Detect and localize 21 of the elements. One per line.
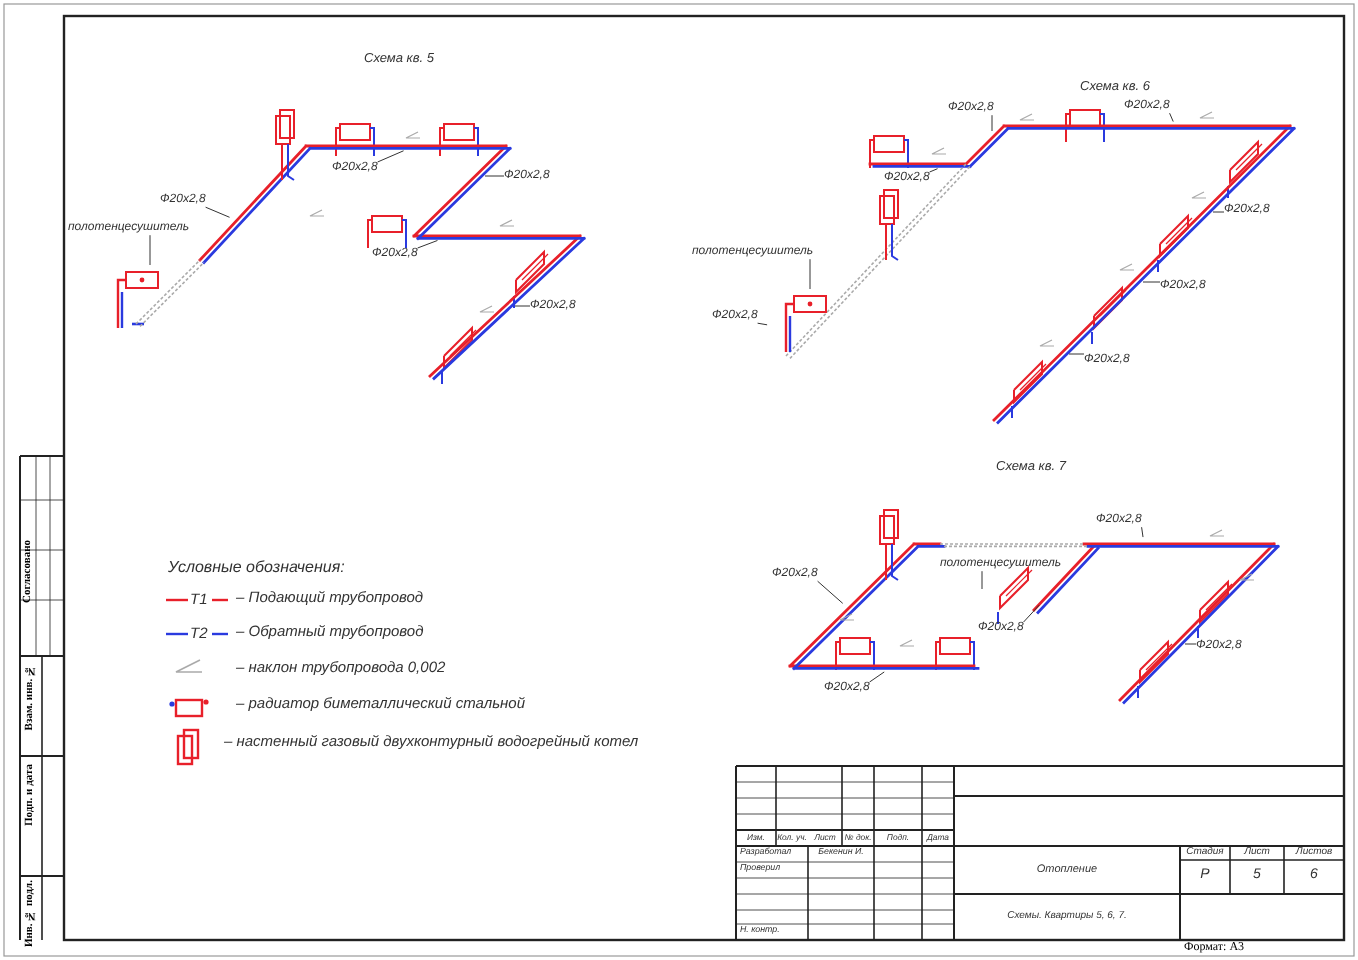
leader-line	[929, 168, 939, 173]
leader-line	[817, 580, 844, 604]
leader-line	[809, 258, 811, 290]
legend-heading: Условные обозначения:	[168, 560, 345, 578]
leader-line	[1141, 526, 1144, 538]
leader-line	[377, 150, 405, 163]
leader-line	[981, 570, 983, 590]
leader-line	[757, 322, 768, 326]
leader-line	[1184, 643, 1197, 645]
leader-line	[484, 175, 505, 177]
leader-line	[1169, 112, 1174, 123]
leader-line	[1023, 604, 1040, 623]
leader-line	[869, 671, 885, 683]
leader-line	[514, 305, 531, 307]
leader-line	[1142, 281, 1161, 283]
leader-line	[205, 206, 231, 218]
leader-line	[991, 114, 993, 132]
leader-line	[1068, 353, 1085, 355]
leader-line	[417, 240, 438, 249]
leader-line	[149, 234, 151, 266]
leader-line	[1212, 211, 1225, 213]
